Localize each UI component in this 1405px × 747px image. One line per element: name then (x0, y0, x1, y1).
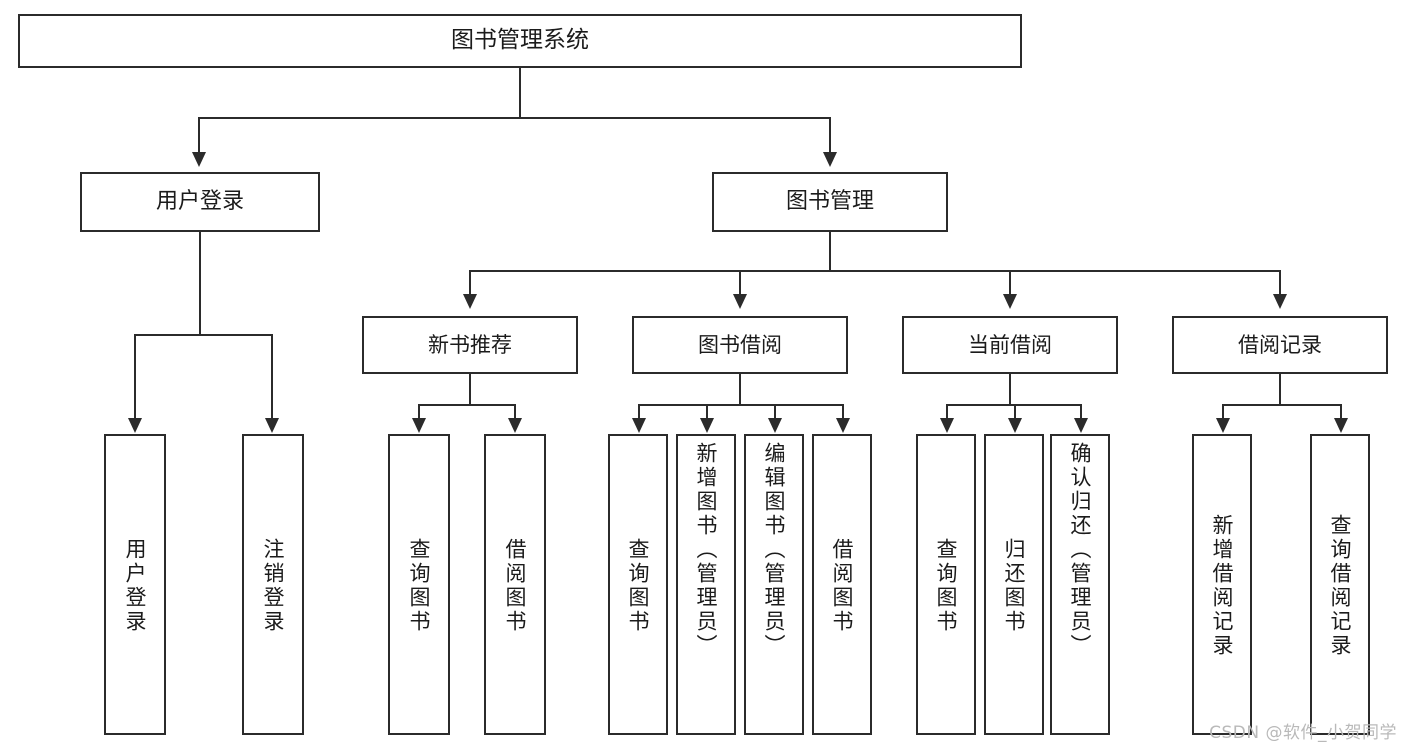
connector-borrow-record-drop-1 (1222, 404, 1225, 418)
arrow-to-leaf-borrow-book-1 (508, 418, 522, 433)
connector-book-manage-drop-3 (1009, 270, 1012, 294)
connector-borrow-record-bar (1222, 404, 1342, 407)
arrow-to-leaf-query-book-1 (412, 418, 426, 433)
node-leaf-user-logout[interactable]: 注销登录 (242, 434, 304, 735)
node-leaf-borrow-book-1-label: 借阅图书 (503, 537, 528, 634)
connector-book-manage-bar (469, 270, 1281, 273)
connector-current-borrow-drop-3 (1080, 404, 1083, 418)
node-leaf-add-record[interactable]: 新增借阅记录 (1192, 434, 1252, 735)
arrow-to-leaf-add-book (700, 418, 714, 433)
node-book-borrow-label: 图书借阅 (698, 332, 782, 357)
connector-root-left-drop (198, 117, 201, 152)
arrow-to-new-book-rec (463, 294, 477, 309)
connector-root-right-drop (829, 117, 832, 152)
node-leaf-query-book-1[interactable]: 查询图书 (388, 434, 450, 735)
arrow-to-book-manage (823, 152, 837, 167)
connector-user-login-stem (199, 232, 202, 336)
arrow-to-book-borrow (733, 294, 747, 309)
node-book-manage[interactable]: 图书管理 (712, 172, 948, 232)
node-new-book-rec-label: 新书推荐 (428, 332, 512, 357)
node-borrow-record-label: 借阅记录 (1238, 332, 1322, 357)
connector-book-manage-stem (829, 232, 832, 272)
connector-book-borrow-drop-1 (638, 404, 641, 418)
arrow-to-leaf-user-login (128, 418, 142, 433)
connector-book-borrow-bar (638, 404, 844, 407)
node-leaf-query-book-3-label: 查询图书 (934, 537, 959, 634)
node-leaf-user-logout-label: 注销登录 (261, 537, 286, 634)
node-leaf-borrow-book-2-label: 借阅图书 (830, 537, 855, 634)
node-leaf-query-record[interactable]: 查询借阅记录 (1310, 434, 1370, 735)
arrow-to-leaf-confirm-return (1074, 418, 1088, 433)
node-book-borrow[interactable]: 图书借阅 (632, 316, 848, 374)
connector-book-borrow-drop-2 (706, 404, 709, 418)
arrow-to-leaf-query-book-3 (940, 418, 954, 433)
connector-book-manage-drop-1 (469, 270, 472, 294)
connector-current-borrow-drop-1 (946, 404, 949, 418)
node-new-book-rec[interactable]: 新书推荐 (362, 316, 578, 374)
node-borrow-record[interactable]: 借阅记录 (1172, 316, 1388, 374)
connector-user-login-bar (134, 334, 273, 337)
node-leaf-query-record-label: 查询借阅记录 (1328, 513, 1353, 658)
node-leaf-confirm-return[interactable]: 确认归还（管理员） (1050, 434, 1110, 735)
node-current-borrow-label: 当前借阅 (968, 332, 1052, 357)
connector-book-borrow-stem (739, 374, 742, 406)
connector-new-book-rec-drop-2 (514, 404, 517, 418)
connector-book-manage-drop-4 (1279, 270, 1282, 294)
node-leaf-user-login[interactable]: 用户登录 (104, 434, 166, 735)
arrow-to-borrow-record (1273, 294, 1287, 309)
connector-new-book-rec-bar (418, 404, 516, 407)
connector-new-book-rec-drop-1 (418, 404, 421, 418)
connector-borrow-record-stem (1279, 374, 1282, 406)
node-root-label: 图书管理系统 (451, 27, 589, 54)
arrow-to-leaf-user-logout (265, 418, 279, 433)
node-leaf-confirm-return-label: 确认归还（管理员） (1068, 442, 1093, 658)
arrow-to-leaf-query-record (1334, 418, 1348, 433)
arrow-to-leaf-query-book-2 (632, 418, 646, 433)
connector-borrow-record-drop-2 (1340, 404, 1343, 418)
node-leaf-query-book-2[interactable]: 查询图书 (608, 434, 668, 735)
node-root[interactable]: 图书管理系统 (18, 14, 1022, 68)
node-leaf-add-record-label: 新增借阅记录 (1210, 513, 1235, 658)
connector-book-manage-drop-2 (739, 270, 742, 294)
arrow-to-user-login (192, 152, 206, 167)
node-leaf-borrow-book-2[interactable]: 借阅图书 (812, 434, 872, 735)
node-leaf-edit-book-label: 编辑图书（管理员） (762, 442, 787, 658)
node-leaf-add-book[interactable]: 新增图书（管理员） (676, 434, 736, 735)
node-leaf-borrow-book-1[interactable]: 借阅图书 (484, 434, 546, 735)
node-leaf-edit-book[interactable]: 编辑图书（管理员） (744, 434, 804, 735)
connector-book-borrow-drop-3 (774, 404, 777, 418)
arrow-to-leaf-edit-book (768, 418, 782, 433)
arrow-to-leaf-return-book (1008, 418, 1022, 433)
connector-current-borrow-drop-2 (1014, 404, 1017, 418)
node-leaf-add-book-label: 新增图书（管理员） (694, 442, 719, 658)
node-user-login[interactable]: 用户登录 (80, 172, 320, 232)
connector-user-login-drop-1 (134, 334, 137, 418)
node-leaf-query-book-2-label: 查询图书 (626, 537, 651, 634)
connector-root-stem (519, 68, 522, 118)
arrow-to-leaf-add-record (1216, 418, 1230, 433)
arrow-to-leaf-borrow-book-2 (836, 418, 850, 433)
node-user-login-label: 用户登录 (155, 189, 244, 215)
node-leaf-query-book-1-label: 查询图书 (407, 537, 432, 634)
connector-root-bar (198, 117, 831, 120)
node-leaf-return-book[interactable]: 归还图书 (984, 434, 1044, 735)
connector-user-login-drop-2 (271, 334, 274, 418)
node-leaf-query-book-3[interactable]: 查询图书 (916, 434, 976, 735)
arrow-to-current-borrow (1003, 294, 1017, 309)
node-book-manage-label: 图书管理 (785, 189, 874, 215)
node-leaf-return-book-label: 归还图书 (1002, 537, 1027, 634)
connector-new-book-rec-stem (469, 374, 472, 406)
node-leaf-user-login-label: 用户登录 (123, 537, 148, 634)
connector-book-borrow-drop-4 (842, 404, 845, 418)
connector-current-borrow-stem (1009, 374, 1012, 406)
node-current-borrow[interactable]: 当前借阅 (902, 316, 1118, 374)
